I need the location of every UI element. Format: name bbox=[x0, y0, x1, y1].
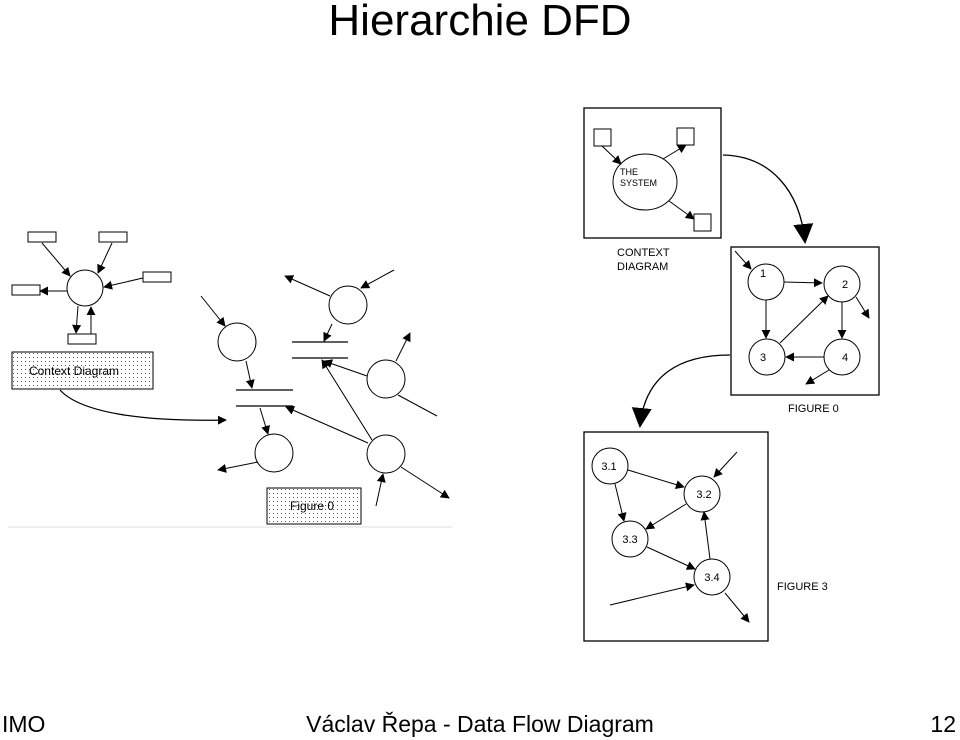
footer-center: Václav Řepa - Data Flow Diagram bbox=[306, 711, 654, 737]
figure0-to-figure3-arrow bbox=[631, 354, 731, 428]
slide-title: Hierarchie DFD bbox=[328, 0, 632, 45]
figure0-caption: FIGURE 0 bbox=[788, 403, 839, 415]
context-diagram-box bbox=[11, 351, 154, 390]
context-caption-line2: DIAGRAM bbox=[617, 261, 668, 273]
the-system-line1: THE bbox=[620, 167, 638, 177]
context-to-figure0-arrow bbox=[722, 154, 814, 244]
context-panel: THE SYSTEM CONTEXT DIAGRAM bbox=[583, 107, 722, 273]
figure0-box bbox=[266, 487, 362, 525]
fig0-node-4: 4 bbox=[842, 352, 848, 364]
mini-context bbox=[11, 231, 172, 345]
context-to-figure-arrow bbox=[59, 389, 227, 425]
fig0-node-3: 3 bbox=[760, 352, 766, 364]
context-diagram-label: Context Diagram bbox=[29, 364, 119, 378]
figure3-panel: 3.1 3.2 3.3 3.4 FIGURE 3 bbox=[583, 431, 828, 642]
figure0-panel: 1 2 3 4 FIGURE 0 bbox=[730, 246, 880, 415]
left-figure: Context Diagram bbox=[8, 231, 452, 528]
fig0-node-2: 2 bbox=[842, 279, 848, 291]
context-caption-line1: CONTEXT bbox=[617, 247, 670, 259]
fig3-node-3-3: 3.3 bbox=[622, 534, 637, 546]
the-system-line2: SYSTEM bbox=[620, 178, 657, 188]
fig3-node-3-1: 3.1 bbox=[601, 461, 616, 473]
figure0-label: Figure 0 bbox=[290, 499, 334, 513]
footer-left: IMO bbox=[2, 711, 46, 737]
fig0-node-1: 1 bbox=[760, 268, 766, 280]
mini-figure0 bbox=[200, 269, 450, 507]
fig3-node-3-4: 3.4 bbox=[704, 572, 719, 584]
footer-page-number: 12 bbox=[930, 711, 956, 737]
figure3-caption: FIGURE 3 bbox=[777, 581, 828, 593]
the-system-process bbox=[612, 153, 678, 211]
fig3-node-3-2: 3.2 bbox=[696, 489, 711, 501]
